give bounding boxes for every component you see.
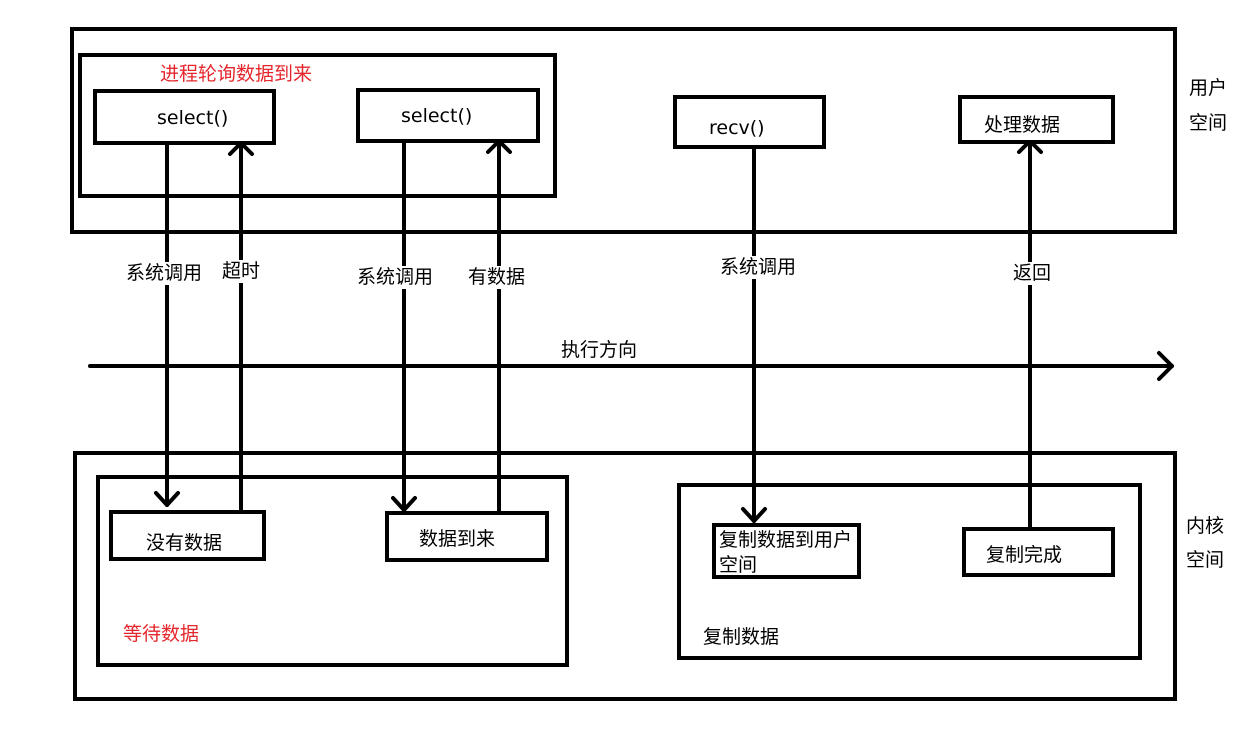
user-space-box	[70, 27, 1177, 234]
arrowhead-syscall-2	[391, 496, 417, 512]
copy-data-group-label: 复制数据	[703, 626, 780, 648]
timeline-arrowhead	[1157, 351, 1174, 381]
user-space-label-line1: 用户	[1189, 77, 1228, 100]
data-arrived-node-label: 数据到来	[419, 528, 496, 550]
select-node-1: select()	[93, 89, 276, 145]
copy-to-user-node: 复制数据到用户 空间	[712, 523, 861, 579]
copy-to-user-node-label-line1: 复制数据到用户	[719, 529, 853, 551]
polling-group-label: 进程轮询数据到来	[160, 63, 313, 85]
edge-label-syscall-1: 系统调用	[126, 262, 203, 285]
no-data-node-label: 没有数据	[146, 532, 223, 554]
recv-node-label: recv()	[709, 117, 765, 139]
copy-done-node-label: 复制完成	[986, 544, 1063, 566]
timeline-label: 执行方向	[561, 339, 638, 361]
kernel-space-label-line1: 内核	[1186, 515, 1225, 538]
process-data-node-label: 处理数据	[984, 114, 1061, 136]
polling-group-box	[78, 53, 557, 198]
copy-done-node: 复制完成	[962, 527, 1115, 577]
recv-node: recv()	[673, 95, 826, 149]
user-space-label-line2: 空间	[1189, 112, 1228, 135]
edge-label-timeout: 超时	[222, 260, 261, 283]
select-node-2: select()	[356, 88, 540, 143]
process-data-node: 处理数据	[958, 95, 1115, 144]
kernel-space-label-line2: 空间	[1186, 549, 1225, 572]
select-node-2-label: select()	[401, 105, 473, 127]
wait-data-group-box	[96, 475, 569, 667]
wait-data-group-label: 等待数据	[123, 623, 200, 645]
arrowhead-syscall-1	[154, 491, 180, 507]
copy-data-group-box	[677, 483, 1142, 660]
edge-label-syscall-3: 系统调用	[720, 256, 797, 279]
edge-label-syscall-2: 系统调用	[357, 266, 434, 289]
data-arrived-node: 数据到来	[385, 511, 549, 562]
kernel-space-box	[73, 451, 1177, 701]
copy-to-user-node-label-line2: 空间	[719, 554, 758, 576]
edge-label-has-data: 有数据	[468, 266, 526, 289]
arrowhead-syscall-3	[741, 507, 767, 523]
no-data-node: 没有数据	[109, 510, 266, 561]
edge-label-return: 返回	[1013, 262, 1052, 285]
select-node-1-label: select()	[157, 107, 229, 129]
